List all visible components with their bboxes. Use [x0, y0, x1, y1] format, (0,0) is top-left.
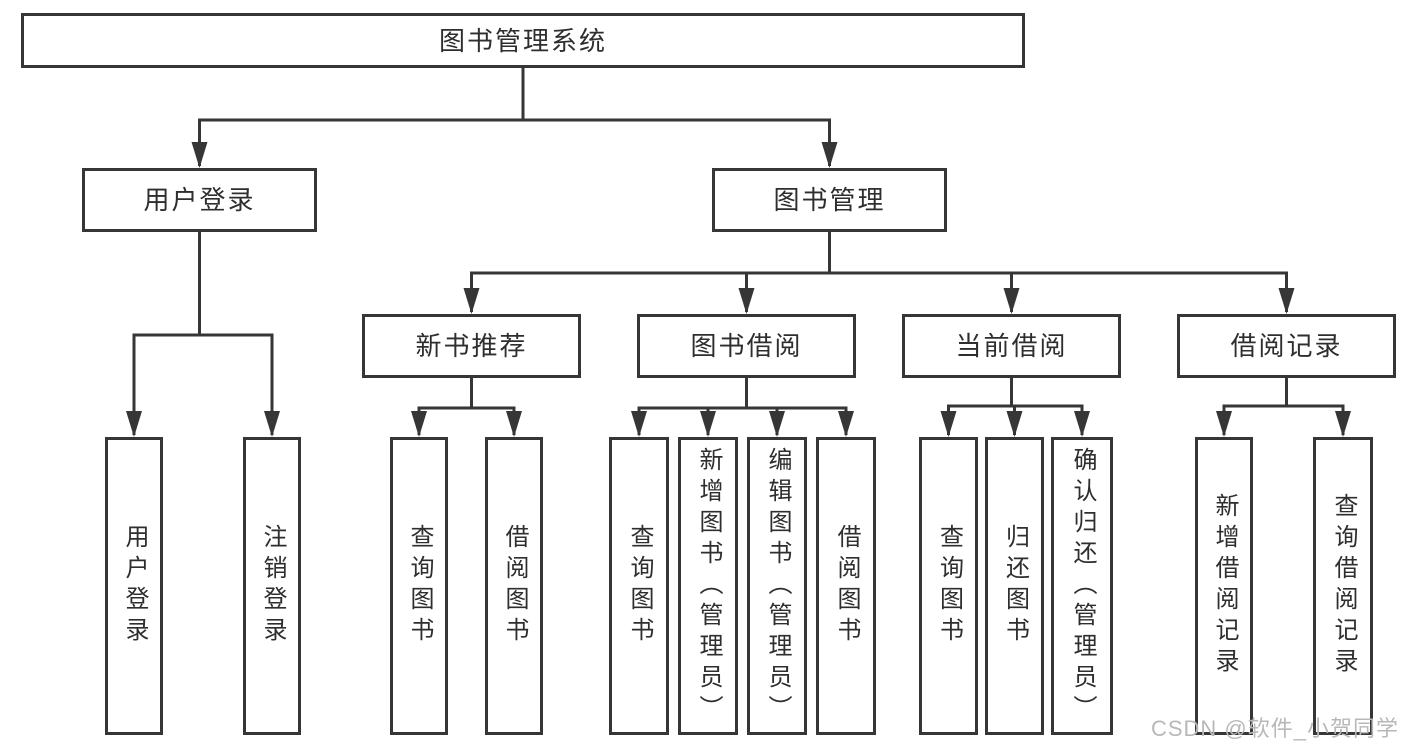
node-borrowing-records: 借阅记录	[1177, 314, 1396, 378]
arrowhead-icon	[1335, 411, 1351, 437]
node-query-books-1: 查询图书	[390, 437, 448, 735]
arrowhead-icon	[700, 411, 716, 437]
node-add-borrow-record-label: 新增借阅记录	[1211, 493, 1238, 679]
arrowhead-icon	[738, 288, 755, 314]
watermark: CSDN @软件_小贺同学	[1150, 716, 1399, 741]
arrowhead-icon	[506, 411, 522, 437]
node-user-login-label: 用户登录	[143, 185, 256, 215]
arrowhead-icon	[1006, 411, 1023, 437]
node-book-management: 图书管理	[712, 168, 947, 232]
arrowhead-icon	[838, 411, 854, 437]
node-borrowing-records-label: 借阅记录	[1230, 331, 1343, 361]
node-root: 图书管理系统	[21, 13, 1025, 68]
node-query-borrow-record: 查询借阅记录	[1313, 437, 1373, 735]
node-query-books-2: 查询图书	[609, 437, 669, 735]
arrowhead-icon	[631, 411, 647, 437]
node-login-label: 用户登录	[121, 524, 148, 648]
node-login: 用户登录	[105, 437, 163, 735]
connector-records-children	[1222, 404, 1345, 435]
arrowheads	[126, 142, 1351, 437]
node-query-books-1-label: 查询图书	[406, 524, 433, 648]
connector-root-to-level2	[198, 118, 831, 166]
node-current-borrowing-label: 当前借阅	[955, 331, 1068, 361]
arrowhead-icon	[769, 411, 785, 437]
node-book-management-label: 图书管理	[773, 185, 886, 215]
node-book-borrowing-label: 图书借阅	[690, 331, 803, 361]
arrowhead-icon	[264, 411, 280, 437]
node-edit-book-admin: 编辑图书（管理员）	[747, 437, 807, 735]
arrowhead-icon	[1003, 288, 1020, 314]
node-borrow-books-2: 借阅图书	[816, 437, 876, 735]
connector-userlogin-children	[132, 333, 274, 435]
node-query-borrow-record-label: 查询借阅记录	[1330, 493, 1357, 679]
arrowhead-icon	[411, 411, 427, 437]
node-return-books-label: 归还图书	[1001, 524, 1029, 648]
node-add-borrow-record: 新增借阅记录	[1195, 437, 1253, 735]
arrowhead-icon	[940, 411, 957, 437]
node-edit-book-admin-label: 编辑图书（管理员）	[764, 446, 791, 726]
node-logout: 注销登录	[243, 437, 301, 735]
node-user-login: 用户登录	[82, 168, 317, 232]
node-book-borrowing: 图书借阅	[637, 314, 856, 378]
node-add-book-admin: 新增图书（管理员）	[678, 437, 738, 735]
node-logout-label: 注销登录	[259, 524, 286, 648]
connector-bookmgmt-rail	[470, 271, 1288, 312]
node-add-book-admin-label: 新增图书（管理员）	[695, 446, 722, 726]
arrowhead-icon	[126, 411, 142, 437]
arrowhead-icon	[1074, 411, 1090, 437]
node-borrow-books-1-label: 借阅图书	[501, 524, 528, 648]
node-return-books: 归还图书	[985, 437, 1044, 735]
connector-newbook-children	[417, 406, 516, 435]
node-confirm-return-admin-label: 确认归还（管理员）	[1069, 446, 1096, 726]
connector-borrowing-children	[637, 406, 848, 435]
node-query-books-2-label: 查询图书	[626, 524, 653, 648]
node-borrow-books-2-label: 借阅图书	[833, 524, 860, 648]
arrowhead-icon	[821, 142, 838, 168]
node-confirm-return-admin: 确认归还（管理员）	[1051, 437, 1113, 735]
node-new-book-recommend: 新书推荐	[362, 314, 581, 378]
node-current-borrowing: 当前借阅	[902, 314, 1121, 378]
node-query-books-3: 查询图书	[919, 437, 978, 735]
node-root-label: 图书管理系统	[438, 25, 607, 56]
node-query-books-3-label: 查询图书	[935, 524, 963, 648]
arrowhead-icon	[191, 142, 208, 168]
node-new-book-recommend-label: 新书推荐	[415, 331, 528, 361]
arrowhead-icon	[1216, 411, 1232, 437]
arrowhead-icon	[1278, 288, 1295, 314]
arrowhead-icon	[463, 288, 480, 314]
node-borrow-books-1: 借阅图书	[485, 437, 543, 735]
